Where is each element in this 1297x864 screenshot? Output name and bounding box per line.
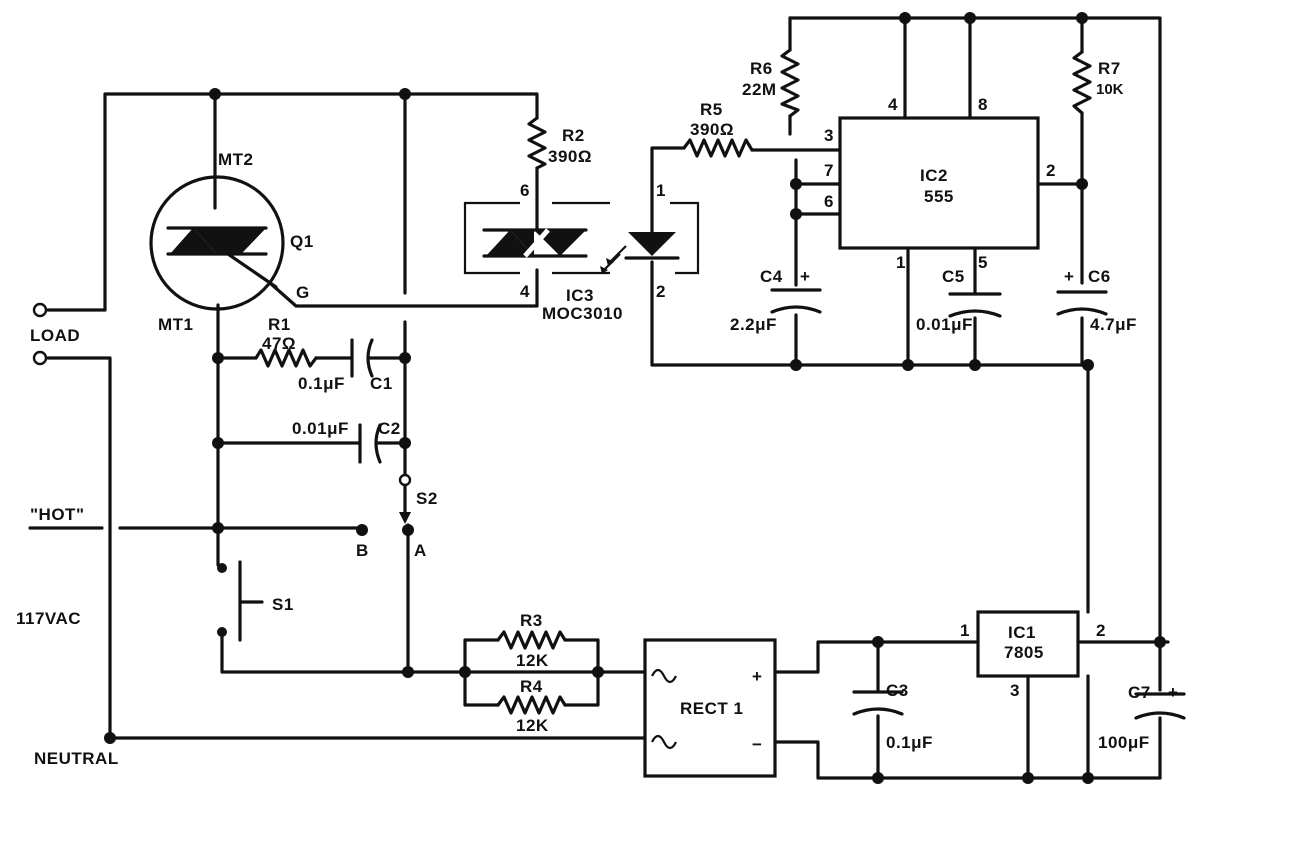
label-r3-name: R3 [520, 611, 543, 630]
label-q1: Q1 [290, 232, 314, 251]
label-c3-name: C3 [886, 681, 909, 700]
label-r2-value: 390Ω [548, 147, 592, 166]
label-r5-name: R5 [700, 100, 723, 119]
bridge-rectifier [643, 638, 777, 778]
labels: LOAD "HOT" 117VAC NEUTRAL MT2 MT1 Q1 G R… [16, 59, 1178, 768]
capacitor-c7 [1134, 692, 1186, 720]
label-ic2-name: IC2 [920, 166, 948, 185]
label-117vac: 117VAC [16, 609, 81, 628]
label-r3-value: 12K [516, 651, 549, 670]
load-terminals [32, 302, 48, 366]
label-ic2-pin8: 8 [978, 95, 988, 114]
label-s1: S1 [272, 595, 294, 614]
label-c7-name: C7 [1128, 683, 1151, 702]
label-r6-value: 22M [742, 80, 777, 99]
capacitor-c1 [350, 338, 374, 378]
capacitor-c4 [770, 288, 822, 314]
label-c2-value: 0.01μF [292, 419, 349, 438]
label-gate: G [296, 283, 310, 302]
label-c6-name: C6 [1088, 267, 1111, 286]
resistor-r1 [254, 348, 318, 368]
label-ic2-pin1: 1 [896, 253, 906, 272]
capacitor-c6 [1056, 290, 1108, 316]
label-c7-plus: + [1168, 683, 1178, 702]
label-r4-value: 12K [516, 716, 549, 735]
label-r7-value: 10K [1096, 81, 1124, 98]
label-r7-name: R7 [1098, 59, 1121, 78]
label-c6-value: 4.7μF [1090, 315, 1137, 334]
wires [46, 16, 1170, 780]
resistor-r4 [496, 695, 567, 715]
label-ic3-part: MOC3010 [542, 304, 623, 323]
resistor-r7 [1072, 50, 1092, 115]
label-r1-value: 47Ω [262, 334, 296, 353]
label-c5-value: 0.01μF [916, 315, 973, 334]
label-ic3-name: IC3 [566, 286, 594, 305]
label-ic3-pin4: 4 [520, 282, 530, 301]
label-ic2-part: 555 [924, 187, 954, 206]
label-ic3-pin2: 2 [656, 282, 666, 301]
label-ic1-part: 7805 [1004, 643, 1044, 662]
label-switch-b: B [356, 541, 369, 560]
capacitor-c3 [852, 690, 904, 716]
label-r1-name: R1 [268, 315, 291, 334]
label-c2-name: C2 [378, 419, 401, 438]
label-ic2-pin5: 5 [978, 253, 988, 272]
label-ic2-pin4: 4 [888, 95, 898, 114]
label-rect-name: RECT 1 [680, 699, 743, 718]
label-ic3-pin6: 6 [520, 181, 530, 200]
label-mt2: MT2 [218, 150, 254, 169]
pushbutton-s1 [217, 560, 264, 642]
label-mt1: MT1 [158, 315, 194, 334]
label-ic2-pin2: 2 [1046, 161, 1056, 180]
label-r5-value: 390Ω [690, 120, 734, 139]
label-rect-plus: + [752, 667, 762, 686]
label-load: LOAD [30, 326, 80, 345]
label-c4-name: C4 [760, 267, 783, 286]
label-c1-value: 0.1μF [298, 374, 345, 393]
label-ic1-name: IC1 [1008, 623, 1036, 642]
resistor-r2 [527, 116, 547, 170]
label-ic2-pin3: 3 [824, 126, 834, 145]
resistor-r6 [780, 48, 800, 118]
label-switch-a: A [414, 541, 427, 560]
label-ic2-pin7: 7 [824, 161, 834, 180]
label-r4-name: R4 [520, 677, 543, 696]
label-c4-value: 2.2μF [730, 315, 777, 334]
label-c4-plus: + [800, 267, 810, 286]
optocoupler-ic3 [463, 201, 700, 275]
resistor-r3 [496, 630, 567, 650]
label-c6-plus: + [1064, 267, 1074, 286]
capacitor-c5 [948, 292, 1002, 318]
label-r2-name: R2 [562, 126, 585, 145]
label-c1-name: C1 [370, 374, 393, 393]
ic2-timer-box [838, 116, 1040, 250]
junctions [104, 12, 1166, 784]
label-neutral: NEUTRAL [34, 749, 119, 768]
label-c7-value: 100μF [1098, 733, 1150, 752]
switch-s2 [398, 473, 412, 524]
label-ic2-pin6: 6 [824, 192, 834, 211]
resistor-r5 [682, 138, 754, 158]
label-rect-minus: − [752, 735, 762, 754]
label-ic1-pin2: 2 [1096, 621, 1106, 640]
triac-q1 [149, 175, 285, 311]
label-ic3-pin1: 1 [656, 181, 666, 200]
label-c3-value: 0.1μF [886, 733, 933, 752]
label-r6-name: R6 [750, 59, 773, 78]
capacitor-c2 [358, 423, 382, 464]
ic1-regulator-box [976, 610, 1080, 678]
label-c5-name: C5 [942, 267, 965, 286]
label-s2: S2 [416, 489, 438, 508]
label-ic1-pin3: 3 [1010, 681, 1020, 700]
label-hot: "HOT" [30, 505, 85, 524]
label-ic1-pin1: 1 [960, 621, 970, 640]
